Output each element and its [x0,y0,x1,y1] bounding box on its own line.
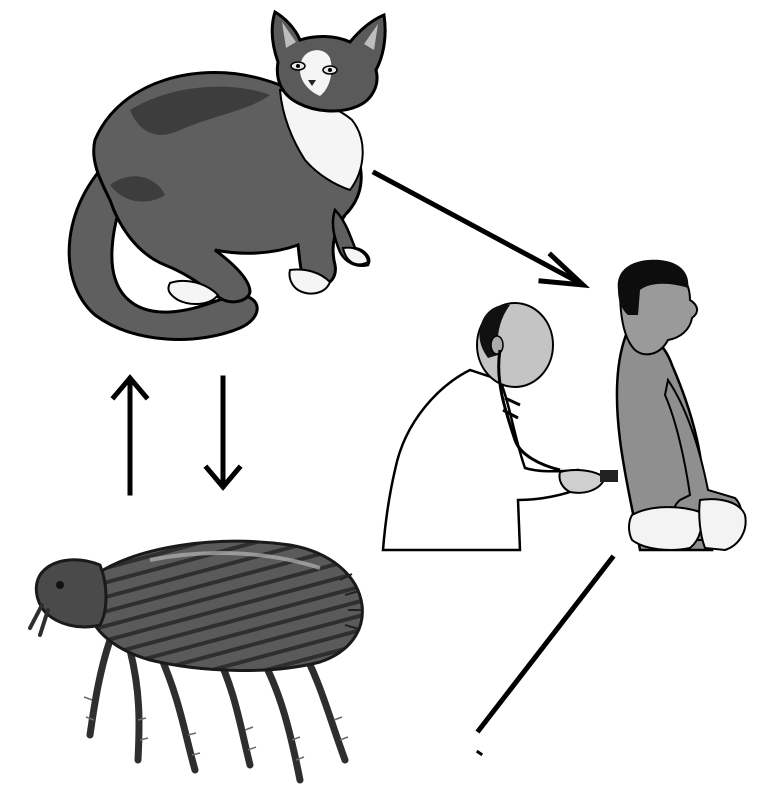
doctor-patient-icon [383,260,746,550]
cat-icon [69,12,385,339]
flea-eye [56,581,64,589]
doctor-hand [559,470,605,493]
flea-icon [30,541,362,780]
doctor-coat [383,370,580,550]
arrow-flea-to-cat [114,378,146,493]
patient-sleeve [629,507,702,550]
patient-sleeve [699,499,745,550]
flea-body [88,541,363,670]
arrow-cat-to-patient [375,173,583,285]
line-patient-to-flea [479,558,612,730]
arrow-cat-to-flea [207,378,239,487]
